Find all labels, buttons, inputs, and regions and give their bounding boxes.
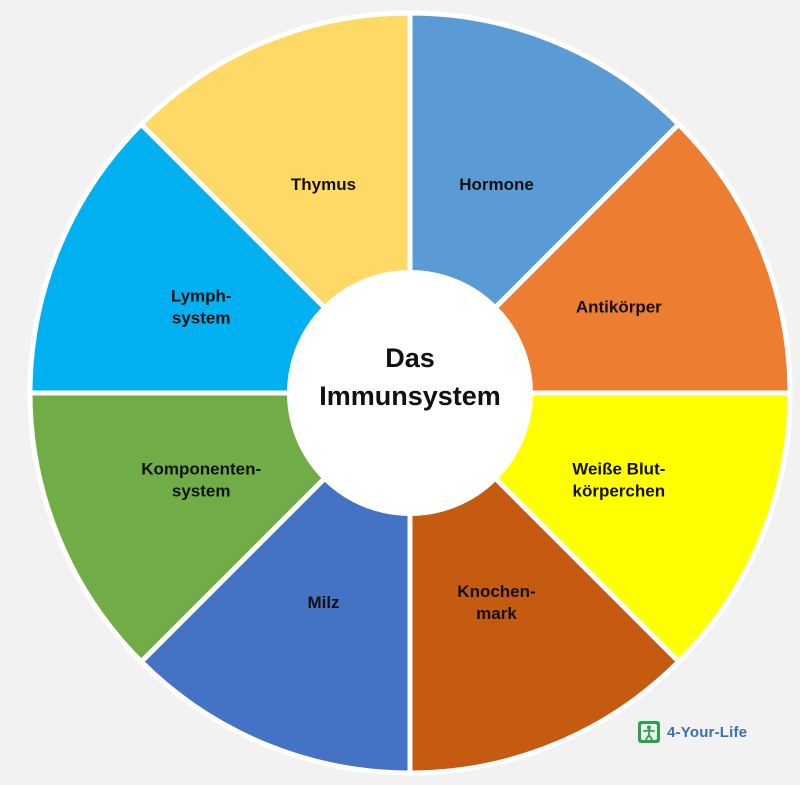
center-title-line-2: Immunsystem (319, 381, 501, 411)
segment-label-weisse-blut-koerperchen-line-2: körperchen (573, 482, 666, 501)
center-title-line-1: Das (385, 343, 435, 373)
segment-label-weisse-blut-koerperchen-line-1: Weiße Blut- (572, 460, 665, 479)
brand-logo-text: 4-Your-Life (667, 723, 748, 741)
brand-logo: 4-Your-Life (637, 718, 747, 746)
segment-label-antikoerper: Antikörper (576, 298, 662, 317)
person-figure-icon (638, 721, 660, 743)
center-group: Das Immunsystem (287, 270, 533, 516)
segment-label-lymph-system-line-2: system (172, 309, 231, 328)
segment-label-komponenten-system-line-2: system (172, 482, 231, 501)
segment-label-hormone: Hormone (459, 175, 534, 194)
segment-label-milz: Milz (307, 593, 339, 612)
segment-label-thymus: Thymus (291, 175, 356, 194)
segment-label-komponenten-system-line-1: Komponenten- (141, 460, 261, 479)
segment-label-lymph-system-line-1: Lymph- (171, 287, 232, 306)
center-circle (287, 270, 533, 516)
segment-label-knochen-mark-line-2: mark (476, 604, 517, 623)
segment-label-knochen-mark-line-1: Knochen- (457, 582, 535, 601)
